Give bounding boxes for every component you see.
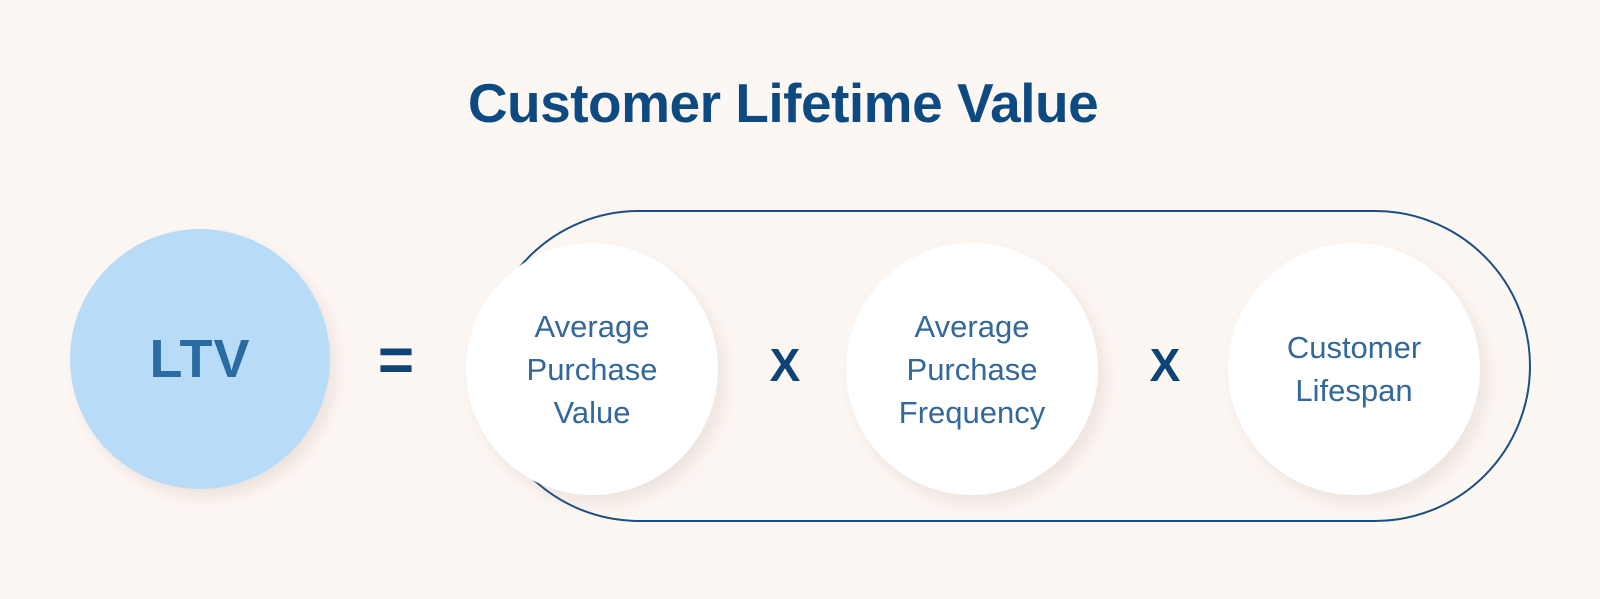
ltv-result-label: LTV <box>149 329 251 389</box>
factor-circle-average-purchase-value: Average Purchase Value <box>466 243 718 495</box>
factor-label: Customer Lifespan <box>1286 330 1422 408</box>
equals-sign: = <box>377 326 415 395</box>
multiply-sign-2: X <box>1149 339 1181 391</box>
factor-label: Average Purchase Value <box>526 308 658 430</box>
factor-circle-average-purchase-frequency: Average Purchase Frequency <box>846 243 1098 495</box>
factor-circle-customer-lifespan: Customer Lifespan <box>1228 243 1480 495</box>
multiply-sign-1: X <box>769 339 801 391</box>
factor-label: Average Purchase Frequency <box>898 308 1046 430</box>
page-title: Customer Lifetime Value <box>467 72 1099 134</box>
ltv-result-circle: LTV <box>70 229 330 489</box>
